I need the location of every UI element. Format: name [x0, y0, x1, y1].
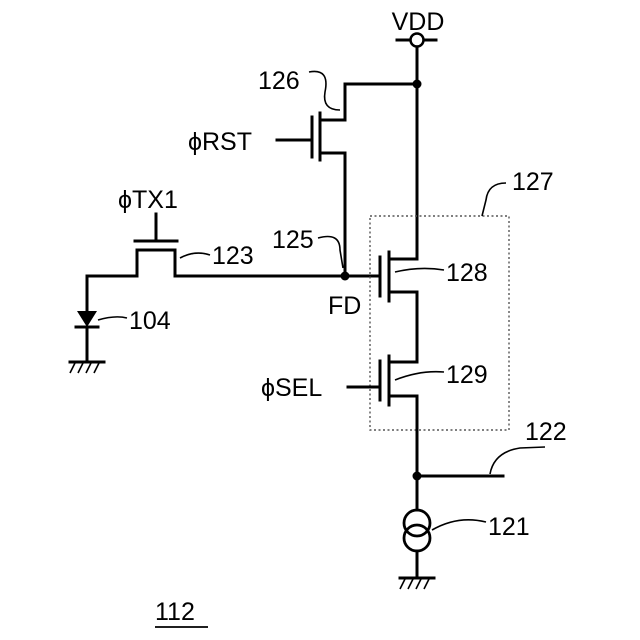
amp-ref-leader: [395, 268, 444, 272]
current-source-icon: [404, 476, 430, 578]
amp-block-ref: 127: [512, 168, 554, 196]
photodiode: [76, 276, 98, 361]
select-transistor-ref: 129: [446, 361, 488, 389]
amp-transistor-ref: 128: [446, 259, 488, 287]
vdd-terminal: [397, 34, 436, 85]
fd-node: [341, 272, 381, 281]
reset-gate-label: ϕRST: [188, 128, 252, 156]
photodiode-ref-leader: [98, 317, 127, 320]
fd-ref-leader: [318, 237, 343, 269]
transfer-gate-label: ϕTX1: [118, 186, 178, 214]
photodiode-ground-icon: [70, 362, 104, 373]
current-source-ref: 121: [488, 513, 530, 541]
amp-block-ref-leader: [482, 183, 506, 216]
fd-node-ref: 125: [272, 226, 314, 254]
reset-transistor-ref: 126: [258, 67, 300, 95]
select-transistor: [348, 355, 417, 476]
fd-label: FD: [328, 292, 361, 320]
current-source-ground-icon: [400, 578, 434, 589]
select-ref-leader: [395, 372, 444, 380]
select-gate-label: ϕSEL: [261, 374, 322, 402]
photodiode-ref: 104: [129, 307, 171, 335]
output-line-ref: 122: [525, 418, 567, 446]
main-rail: [413, 80, 422, 251]
amp-select-block: [370, 216, 509, 430]
pixel-circuit-ref: 112: [155, 598, 195, 626]
transfer-ref-leader: [180, 253, 210, 258]
reset-ref-leader: [309, 71, 340, 110]
amplifier-transistor: [380, 250, 417, 355]
output-ref-leader: [490, 447, 545, 474]
current-source-ref-leader: [432, 520, 486, 530]
vdd-label: VDD: [392, 8, 445, 36]
transfer-transistor-ref: 123: [212, 242, 254, 270]
